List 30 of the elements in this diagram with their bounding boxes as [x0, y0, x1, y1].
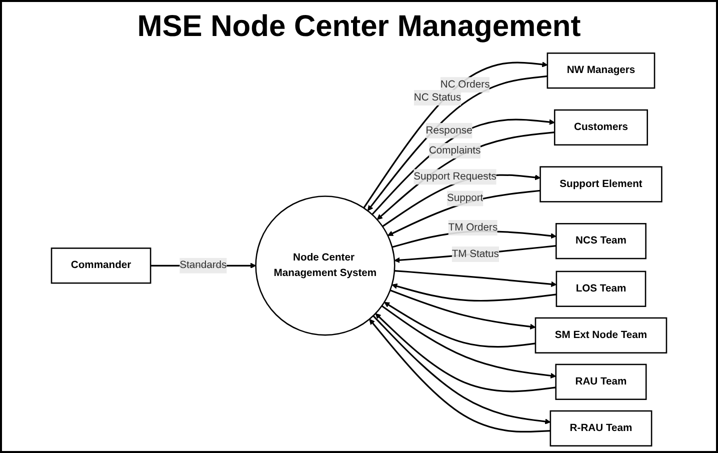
node-box: Customers — [554, 109, 648, 146]
diagram-title: MSE Node Center Management — [137, 10, 581, 44]
arrow — [382, 174, 541, 228]
arrow — [394, 244, 556, 263]
edge-label: Complaints — [428, 144, 481, 156]
edge-label: NC Orders — [440, 79, 490, 90]
arrow — [394, 270, 557, 287]
node-box: R-RAU Team — [550, 410, 652, 446]
node-box: Commander — [50, 248, 152, 284]
node-box: LOS Team — [556, 270, 646, 307]
node-box: RAU Team — [555, 364, 647, 400]
arrow — [392, 283, 557, 302]
arrow — [372, 118, 555, 216]
arrow — [388, 190, 540, 236]
node-circle: Node Center Management System — [255, 196, 396, 336]
arrow — [384, 302, 536, 348]
node-box: NCS Team — [556, 223, 646, 260]
arrow — [390, 289, 536, 330]
node-box: NW Managers — [546, 52, 656, 89]
edge-label: TM Orders — [448, 222, 498, 233]
edge-label: Support Requests — [414, 171, 496, 182]
edge-label: NC Status — [414, 92, 461, 103]
edge-label: Standards — [180, 260, 227, 271]
edge-label: Response — [426, 124, 472, 136]
node-box: Support Element — [540, 166, 662, 202]
node-box: SM Ext Node Team — [534, 317, 668, 354]
arrow — [375, 313, 556, 392]
edge-label: TM Status — [452, 248, 499, 260]
arrow — [381, 305, 556, 378]
edge-label: Support — [446, 192, 484, 204]
